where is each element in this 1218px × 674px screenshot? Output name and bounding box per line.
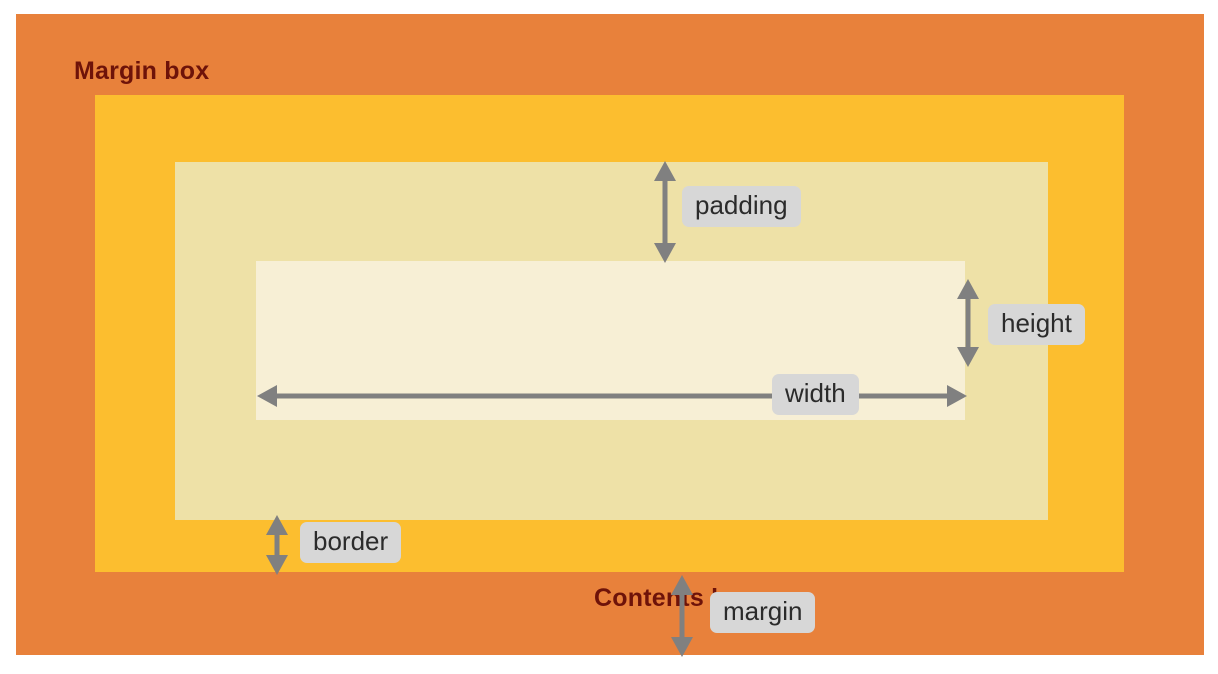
margin-measure-arrow [662, 574, 702, 658]
width-measure-arrow [256, 376, 968, 416]
width-measure-label: width [772, 374, 859, 416]
height-measure-label: height [988, 304, 1085, 346]
padding-measure-label: padding [682, 186, 801, 228]
margin-measure-label: margin [710, 592, 816, 634]
padding-box: Padding box Contents box [175, 162, 1048, 612]
padding-measure-arrow [645, 160, 685, 264]
border-box: Border box Padding box Contents box [95, 95, 1124, 612]
border-measure-arrow [257, 514, 297, 576]
margin-box-label: Margin box [74, 57, 210, 85]
border-measure-label: border [300, 522, 402, 564]
height-measure-arrow [948, 278, 988, 368]
